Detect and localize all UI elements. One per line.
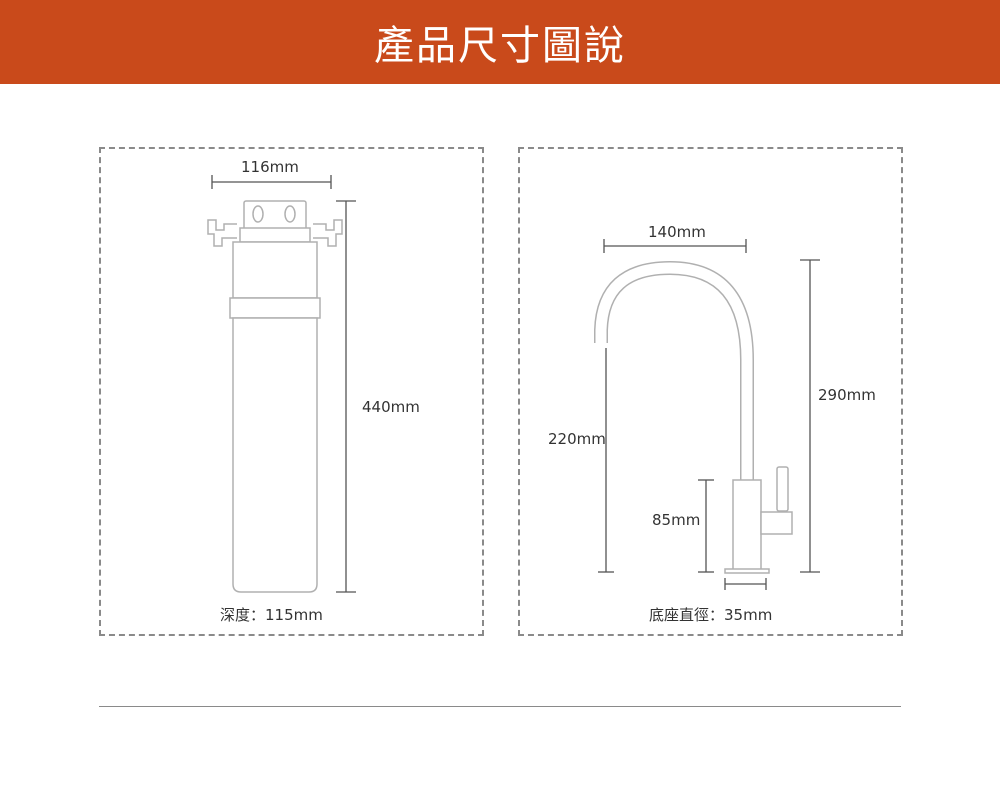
filter-canister [232,317,318,593]
faucet-total-height-label: 290mm [818,386,876,404]
filter-right-fitting [313,219,343,247]
filter-collar [229,297,321,319]
filter-depth-label: 深度：115mm [220,606,323,624]
faucet-spout-height-label: 220mm [548,430,606,448]
faucet-base-height-label: 85mm [652,511,701,529]
filter-inlet-port [252,205,264,223]
filter-illustration [207,200,343,593]
filter-width-label: 116mm [241,158,299,176]
faucet-spout-inner [595,262,753,482]
faucet-illustration [594,260,793,574]
faucet-spout-outer [594,260,754,482]
filter-head-band [239,227,311,243]
filter-dimensions [211,175,356,593]
faucet-handle-lever [776,466,789,512]
filter-head-body [232,241,318,299]
footer-divider [99,706,901,707]
filter-height-label: 440mm [362,398,420,416]
faucet-reach-label: 140mm [648,223,706,241]
faucet-base-diameter-label: 底座直徑：35mm [649,606,773,624]
filter-outlet-port [284,205,296,223]
faucet-panel [518,147,903,636]
faucet-base [724,568,770,574]
faucet-body [732,479,762,571]
page-header: 產品尺寸圖說 [0,0,1000,84]
faucet-handle-block [760,511,793,535]
filter-panel [99,147,484,636]
page-title: 產品尺寸圖說 [374,23,626,69]
filter-left-fitting [207,219,237,247]
faucet-dimensions [598,239,820,590]
